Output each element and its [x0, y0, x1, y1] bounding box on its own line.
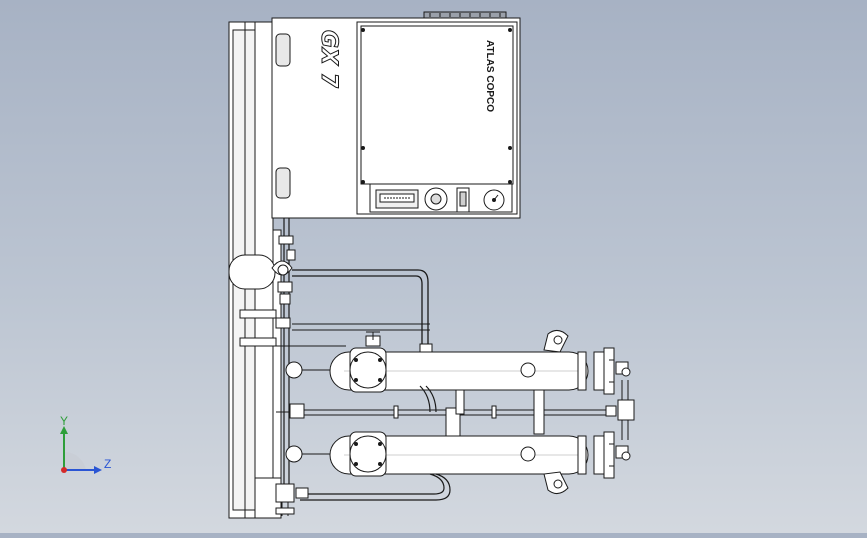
upper-filter-tank[interactable]	[285, 330, 631, 395]
discharge-piping[interactable]	[271, 218, 433, 500]
middle-crossover[interactable]	[276, 380, 635, 440]
brand-label: ATLAS COPCO	[484, 40, 495, 112]
y-axis-label: Y	[60, 414, 68, 428]
frame-bracket	[228, 254, 276, 290]
x-axis-origin	[61, 467, 67, 473]
bottom-outlet[interactable]	[275, 473, 451, 516]
top-vent-grille	[423, 11, 507, 19]
compressor-unit[interactable]: GX 7 ATLAS COPCO	[271, 11, 521, 219]
orientation-triad: Y Z	[60, 414, 111, 474]
z-axis-label: Z	[104, 457, 111, 471]
lower-filter-tank[interactable]	[285, 431, 631, 494]
model-label: GX 7	[316, 30, 341, 89]
